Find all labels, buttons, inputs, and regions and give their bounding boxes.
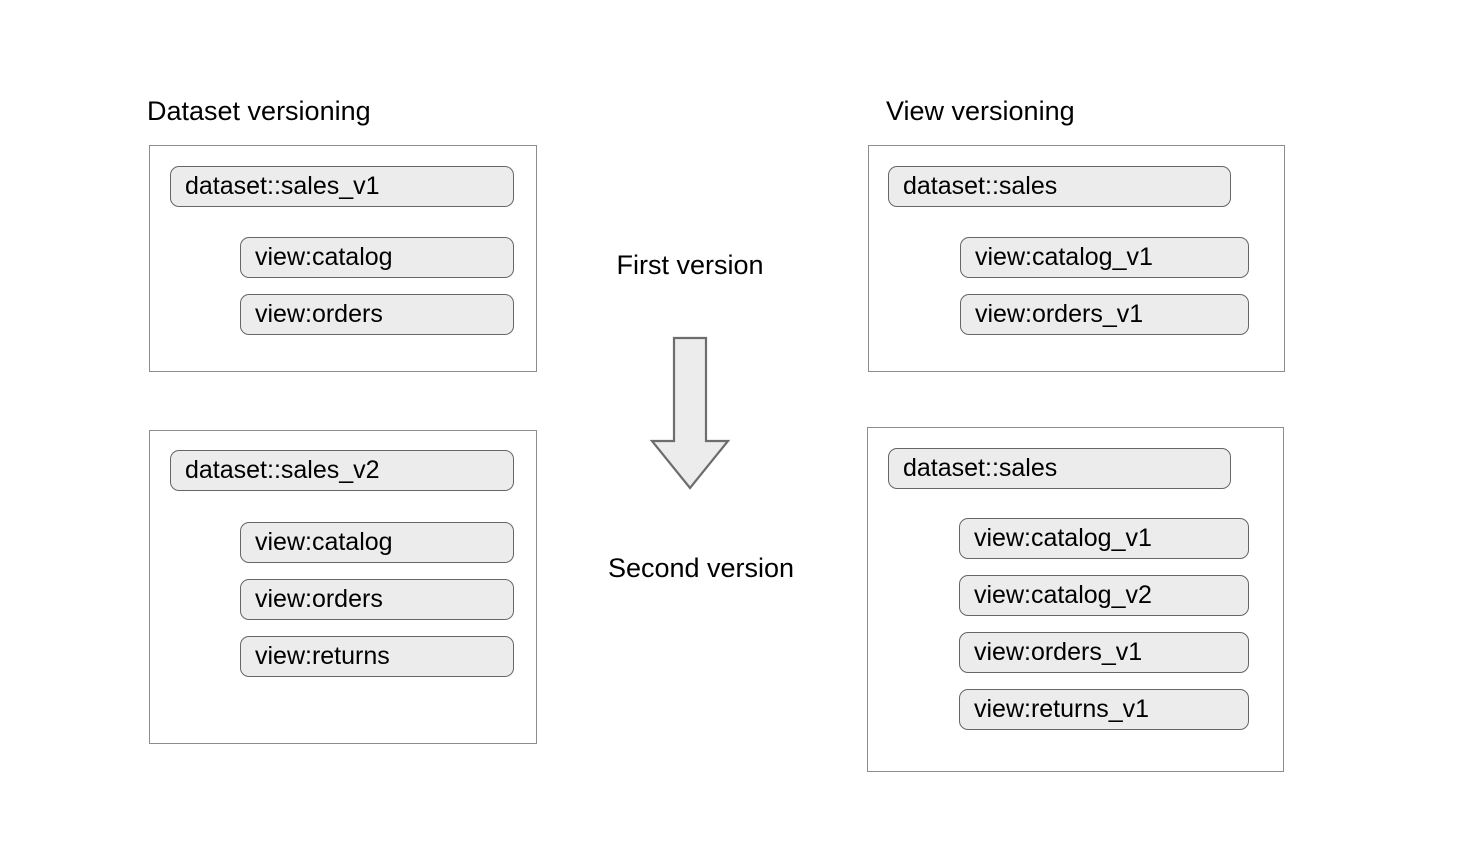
pill-dataset-sales-r2[interactable]: dataset::sales [888, 448, 1231, 489]
pill-dataset-sales-r1[interactable]: dataset::sales [888, 166, 1231, 207]
section-title-view-versioning: View versioning [886, 96, 1075, 126]
pill-view-orders-2[interactable]: view:orders [240, 579, 514, 620]
pill-view-orders-v1-2[interactable]: view:orders_v1 [959, 632, 1249, 673]
pill-dataset-sales-v1[interactable]: dataset::sales_v1 [170, 166, 514, 207]
pill-view-catalog[interactable]: view:catalog [240, 237, 514, 278]
section-title-dataset-versioning: Dataset versioning [147, 96, 371, 126]
pill-view-orders-v1[interactable]: view:orders_v1 [960, 294, 1249, 335]
center-label-second-version: Second version [607, 553, 795, 583]
pill-view-catalog-v1[interactable]: view:catalog_v1 [960, 237, 1249, 278]
pill-view-catalog-v2[interactable]: view:catalog_v2 [959, 575, 1249, 616]
pill-view-returns-v1[interactable]: view:returns_v1 [959, 689, 1249, 730]
center-label-first-version: First version [616, 250, 764, 280]
pill-view-returns[interactable]: view:returns [240, 636, 514, 677]
down-arrow-icon [648, 335, 732, 498]
pill-view-catalog-v1-2[interactable]: view:catalog_v1 [959, 518, 1249, 559]
pill-view-catalog-2[interactable]: view:catalog [240, 522, 514, 563]
pill-dataset-sales-v2[interactable]: dataset::sales_v2 [170, 450, 514, 491]
pill-view-orders[interactable]: view:orders [240, 294, 514, 335]
